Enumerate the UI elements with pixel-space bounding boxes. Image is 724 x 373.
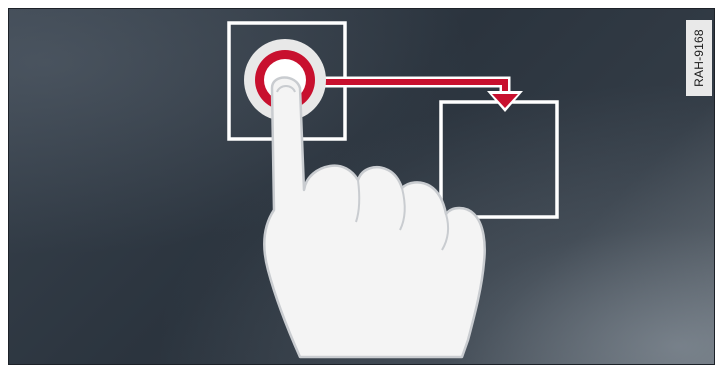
figure-code-label: RAH-9168 — [686, 20, 712, 96]
drag-arrow-icon — [300, 82, 523, 112]
target-box — [441, 102, 557, 217]
pointing-finger-icon — [264, 78, 484, 358]
figure-code-text: RAH-9168 — [692, 29, 706, 87]
